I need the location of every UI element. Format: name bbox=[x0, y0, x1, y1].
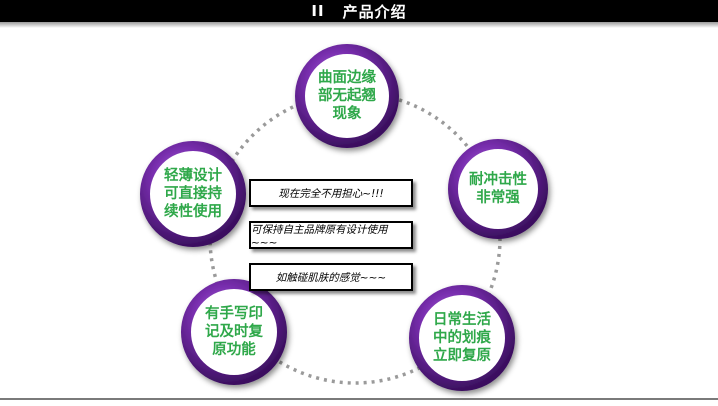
feature-line: 原功能 bbox=[212, 342, 256, 358]
feature-line: 日常生活 bbox=[433, 312, 491, 328]
feature-line: 耐冲击性 bbox=[469, 172, 527, 188]
feature-label-edge: 曲面边缘 部无起翘 现象 bbox=[299, 60, 395, 132]
statement-text: 现在完全不用担心~!!! bbox=[278, 187, 384, 200]
ring-feature-1 bbox=[295, 44, 399, 148]
feature-line: 中的划痕 bbox=[433, 330, 491, 346]
feature-line: 有手写印 bbox=[205, 306, 263, 322]
section-number: II bbox=[311, 2, 325, 20]
statement-text: 如触碰肌肤的感觉~~~ bbox=[275, 271, 387, 284]
feature-label-thin: 轻薄设计 可直接持 续性使用 bbox=[145, 158, 241, 230]
ring-feature-2 bbox=[448, 139, 548, 239]
feature-line: 续性使用 bbox=[164, 204, 222, 220]
feature-line: 部无起翘 bbox=[318, 88, 376, 104]
statement-text: 可保持自主品牌原有设计使用~~~ bbox=[251, 223, 388, 249]
ring-feature-5 bbox=[140, 141, 246, 247]
ring-feature-3 bbox=[409, 285, 515, 391]
statement-box: 现在完全不用担心~!!! bbox=[249, 179, 413, 207]
statement-box: 可保持自主品牌原有设计使用~~~ bbox=[249, 221, 413, 249]
feature-line: 立即复原 bbox=[433, 348, 491, 364]
feature-label-handwriting: 有手写印 记及时复 原功能 bbox=[186, 296, 282, 368]
bottom-divider bbox=[0, 398, 718, 400]
section-title-bar: II 产品介绍 bbox=[0, 0, 718, 22]
statement-box: 如触碰肌肤的感觉~~~ bbox=[249, 263, 413, 291]
feature-line: 现象 bbox=[332, 106, 362, 122]
title-bar-shadow bbox=[0, 22, 718, 28]
ring-feature-4 bbox=[181, 279, 287, 385]
feature-line: 可直接持 bbox=[164, 186, 222, 202]
feature-label-scratch: 日常生活 中的划痕 立即复原 bbox=[414, 302, 510, 374]
feature-line: 轻薄设计 bbox=[164, 168, 222, 184]
feature-line: 曲面边缘 bbox=[318, 70, 376, 86]
feature-label-impact: 耐冲击性 非常强 bbox=[450, 153, 546, 225]
feature-line: 非常强 bbox=[476, 190, 520, 206]
page-title: 产品介绍 bbox=[342, 2, 407, 21]
feature-line: 记及时复 bbox=[205, 324, 263, 340]
